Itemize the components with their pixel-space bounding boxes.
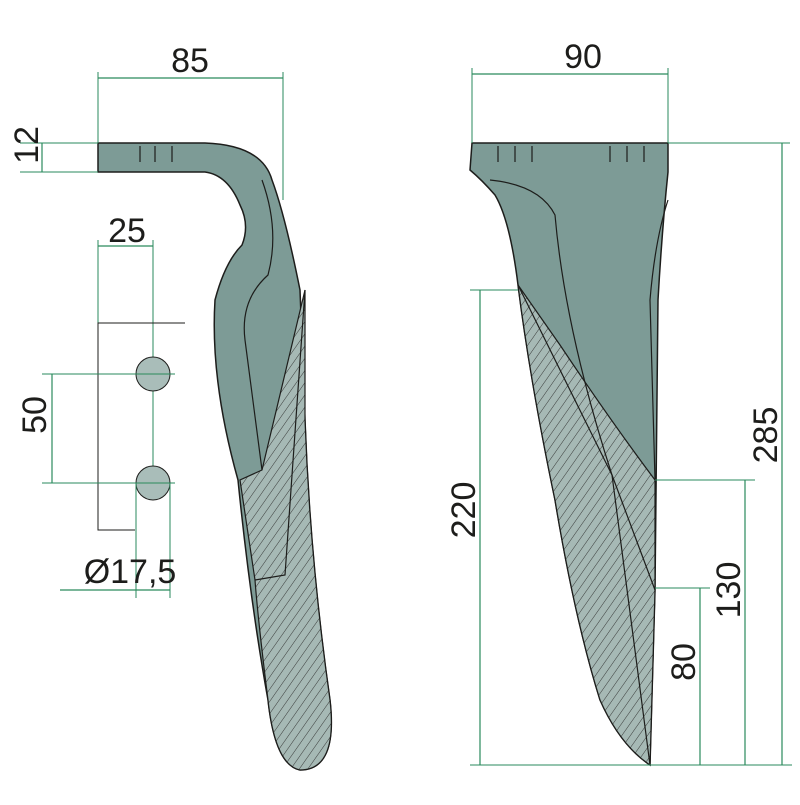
dim-label-thickness: 12 (8, 126, 46, 164)
dim-label-total-height: 285 (747, 407, 785, 464)
side-blade-ridge-2 (254, 289, 306, 581)
dim-label-lower-bevel: 80 (665, 643, 703, 681)
mounting-plate-outline (97, 322, 185, 531)
side-view: 85 12 25 50 Ø17,5 (8, 42, 333, 771)
front-blade-ridge-3 (649, 199, 669, 481)
front-blade-hatched-edge (517, 284, 656, 767)
front-blade-ridge (489, 179, 656, 591)
side-blade-ridge (243, 179, 274, 471)
side-blade-hatched-edge (239, 289, 332, 771)
dim-label-width: 85 (171, 42, 209, 80)
dim-label-hole-spacing: 50 (16, 396, 54, 434)
dim-label-edge-height: 220 (445, 482, 483, 539)
dim-label-width: 90 (564, 38, 602, 76)
dim-label-hole-offset: 25 (108, 212, 146, 250)
dim-label-upper-bevel: 130 (710, 562, 748, 619)
front-view: 90 285 220 130 80 (445, 38, 792, 767)
dim-label-hole-diameter: Ø17,5 (84, 553, 177, 591)
front-blade-ridge-2 (517, 284, 651, 766)
